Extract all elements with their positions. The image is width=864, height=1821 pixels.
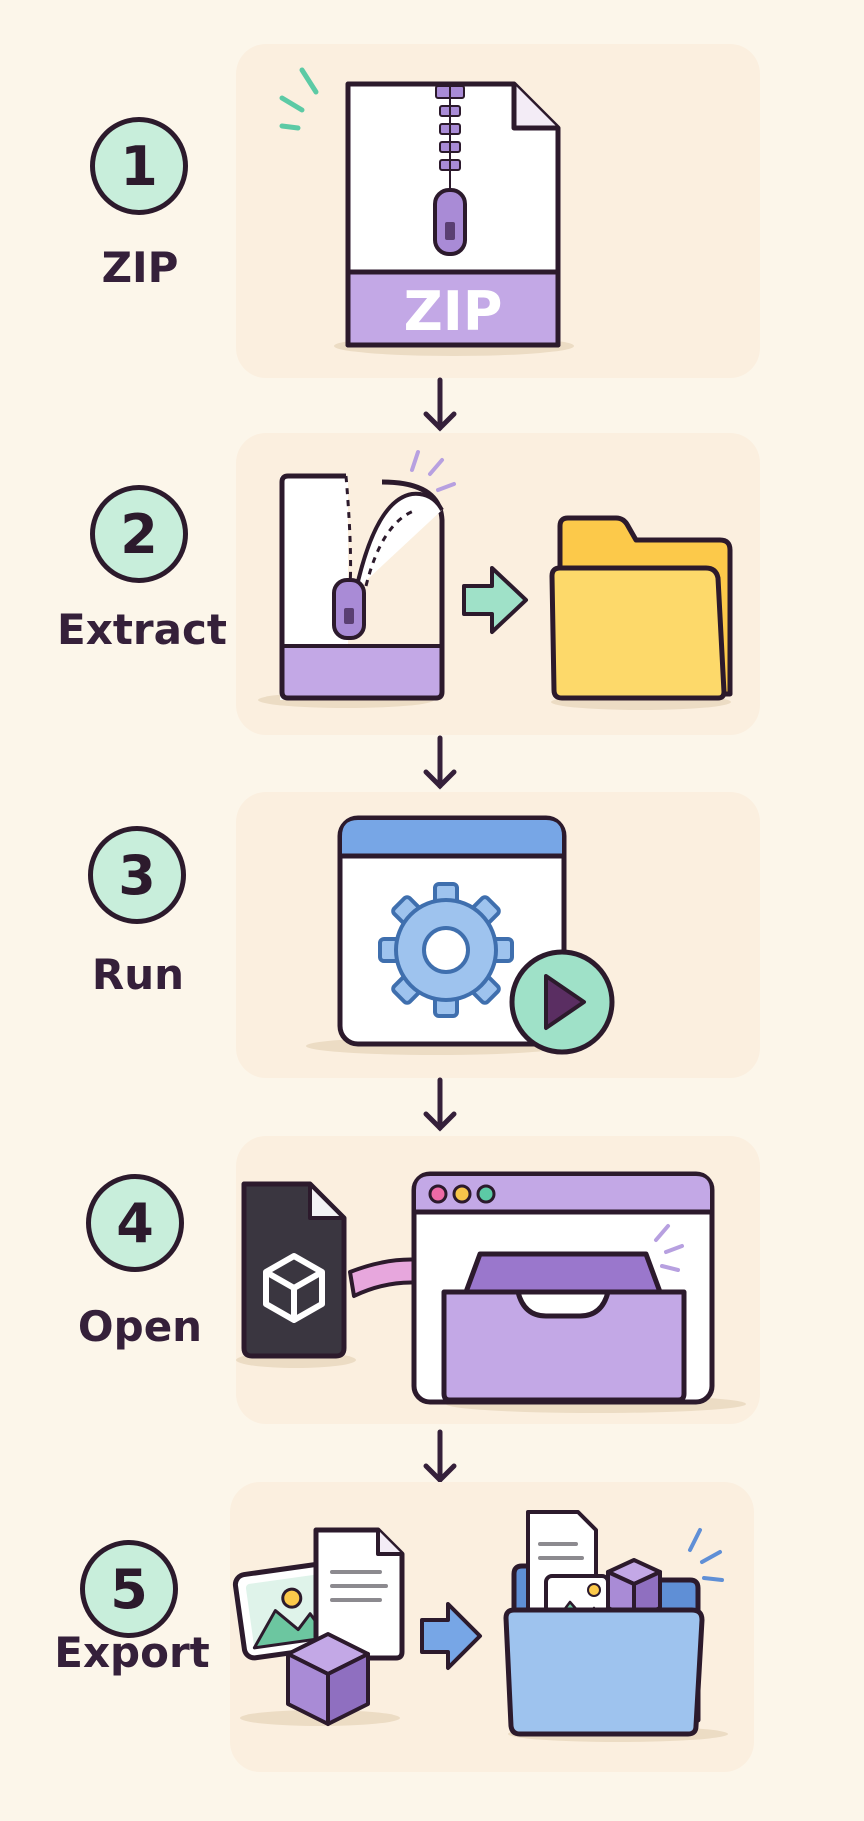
step-3-number: 3 <box>88 826 186 924</box>
document-icon <box>313 1527 405 1661</box>
folder-icon <box>549 515 733 701</box>
step-1-number: 1 <box>90 117 188 215</box>
play-icon <box>509 949 615 1055</box>
open-zip-icon <box>279 450 456 701</box>
gear-icon <box>378 882 514 1018</box>
step-3: 3 Run <box>0 790 864 1090</box>
open-illustration <box>236 1171 746 1413</box>
run-illustration <box>306 815 615 1055</box>
arrow-down-icon <box>423 1077 457 1132</box>
image-icon <box>232 1561 341 1661</box>
arrow-down-icon <box>423 735 457 790</box>
inbox-icon <box>441 1224 687 1403</box>
step-1: 1 ZIP ZIP <box>0 0 864 390</box>
export-folder-icon <box>503 1510 724 1737</box>
export-illustration <box>232 1510 728 1742</box>
step-5: 5 Export <box>0 1480 864 1821</box>
step-2-number: 2 <box>90 485 188 583</box>
arrow-down-icon <box>423 1429 457 1484</box>
unity-package-icon <box>241 1181 347 1359</box>
zip-badge-text: ZIP <box>404 280 503 343</box>
step-5-number: 5 <box>80 1540 178 1638</box>
step-5-label: Export <box>54 1628 210 1677</box>
step-2: 2 Extract <box>0 430 864 750</box>
extract-illustration <box>258 450 733 710</box>
step-1-label: ZIP <box>101 243 179 292</box>
zip-file-icon: ZIP <box>279 67 574 356</box>
step-2-label: Extract <box>57 605 227 654</box>
step-3-label: Run <box>91 950 185 999</box>
step-4-number: 4 <box>86 1174 184 1272</box>
arrow-down-icon <box>423 377 457 432</box>
step-4-label: Open <box>77 1302 203 1351</box>
cube-icon <box>286 1632 370 1726</box>
step-4: 4 Open <box>0 1130 864 1430</box>
